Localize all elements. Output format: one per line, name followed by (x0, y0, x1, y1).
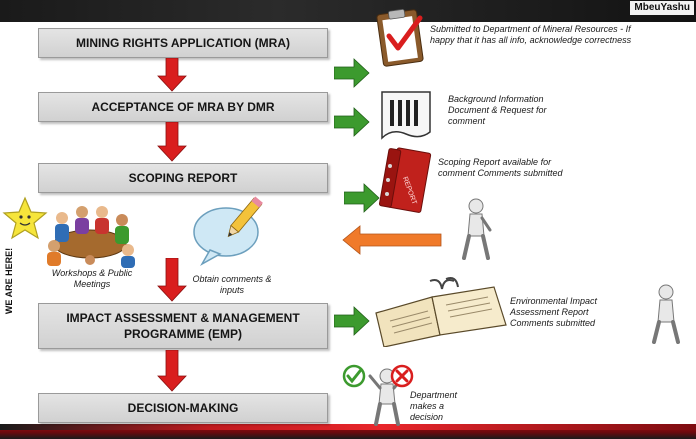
stage-emp: IMPACT ASSESSMENT & MANAGEMENT PROGRAMME… (38, 303, 328, 349)
meeting-people-icon (47, 206, 135, 268)
we-are-here-text: WE ARE HERE! (4, 248, 14, 314)
banner-swoosh (0, 424, 696, 430)
mra-caption: Submitted to Department of Mineral Resou… (430, 24, 632, 45)
person-figure-icon (462, 198, 492, 260)
emp-caption: Environmental Impact Assessment Report C… (510, 296, 598, 328)
person-figure-icon (652, 284, 680, 344)
down-arrow-4 (157, 350, 187, 392)
brand-logo: MbeuYashu (630, 1, 694, 15)
stage-decision-label: DECISION-MAKING (127, 401, 239, 415)
comments-caption: Obtain comments & inputs (192, 274, 272, 295)
right-arrow-3 (344, 183, 380, 213)
we-are-here-label: WE ARE HERE! (4, 248, 14, 314)
document-icon (381, 91, 431, 140)
stage-mra-label: MINING RIGHTS APPLICATION (MRA) (76, 36, 290, 50)
report-binder-icon: REPORT (378, 147, 432, 213)
feedback-arrow (342, 225, 442, 255)
stage-acceptance: ACCEPTANCE OF MRA BY DMR (38, 92, 328, 122)
down-arrow-2 (157, 122, 187, 162)
right-arrow-4 (334, 306, 370, 336)
stage-acceptance-label: ACCEPTANCE OF MRA BY DMR (91, 100, 275, 114)
speech-bubble-pencil-icon (193, 196, 263, 266)
workshops-caption: Workshops & Public Meetings (51, 268, 133, 289)
stage-scoping: SCOPING REPORT (38, 163, 328, 193)
stage-mra: MINING RIGHTS APPLICATION (MRA) (38, 28, 328, 58)
stage-scoping-label: SCOPING REPORT (128, 171, 238, 185)
decision-caption: Department makes a decision (410, 390, 458, 422)
stage-decision: DECISION-MAKING (38, 393, 328, 423)
stage-emp-label: IMPACT ASSESSMENT & MANAGEMENT PROGRAMME… (66, 311, 300, 341)
down-arrow-1 (157, 58, 187, 92)
star-icon (2, 196, 48, 240)
open-book-icon (375, 277, 507, 347)
down-arrow-3 (157, 258, 187, 302)
top-banner: MbeuYashu (0, 0, 696, 22)
right-arrow-1 (334, 58, 370, 88)
acceptance-caption: Background Information Document & Reques… (448, 94, 547, 126)
clipboard-checklist-icon (376, 9, 424, 67)
scoping-caption: Scoping Report available for comment Com… (438, 157, 563, 178)
right-arrow-2 (334, 107, 370, 137)
check-mark-icon (342, 364, 366, 388)
bottom-banner (0, 424, 696, 439)
x-mark-icon (390, 364, 414, 388)
